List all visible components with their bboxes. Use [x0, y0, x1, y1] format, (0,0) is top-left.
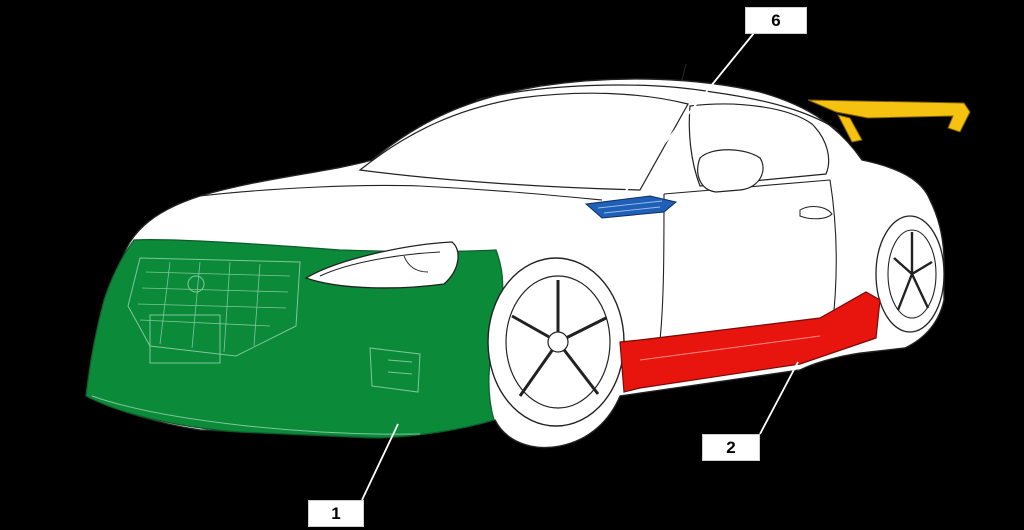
front-wheel: [487, 257, 625, 427]
headlight-inner: [319, 251, 441, 277]
fender-duct-slats: [597, 200, 663, 214]
grille-mesh: [137, 261, 291, 353]
side-mirror: [697, 149, 764, 193]
callout-label-2: 2: [702, 434, 760, 461]
front-hub: [547, 331, 569, 353]
grille: [127, 257, 301, 357]
leader-lines: [361, 32, 799, 501]
fog-lamp-openings: [369, 347, 421, 393]
leader-line-2: [759, 361, 799, 435]
rear-spokes: [893, 232, 933, 311]
door-handle: [799, 206, 833, 220]
hood-line: [199, 184, 603, 201]
front-bumper: [85, 239, 504, 439]
callout-label-6: 6: [745, 7, 807, 34]
windshield: [358, 92, 689, 191]
front-spokes: [511, 280, 607, 397]
rear-wing: [807, 99, 971, 143]
rear-wheel: [875, 215, 945, 333]
rear-wing-stand: [837, 114, 863, 143]
side-skirt: [619, 291, 881, 393]
emblem: [187, 275, 205, 293]
leader-line-6: [619, 32, 755, 199]
license-plate-area: [149, 314, 221, 364]
antenna: [681, 63, 687, 81]
roof-line: [475, 84, 839, 131]
side-skirt-edge: [639, 335, 821, 361]
leader-line-1: [361, 423, 399, 501]
lower-lip: [91, 395, 421, 435]
rear-wing-blade: [807, 99, 971, 133]
callout-label-1: 1: [308, 500, 364, 527]
